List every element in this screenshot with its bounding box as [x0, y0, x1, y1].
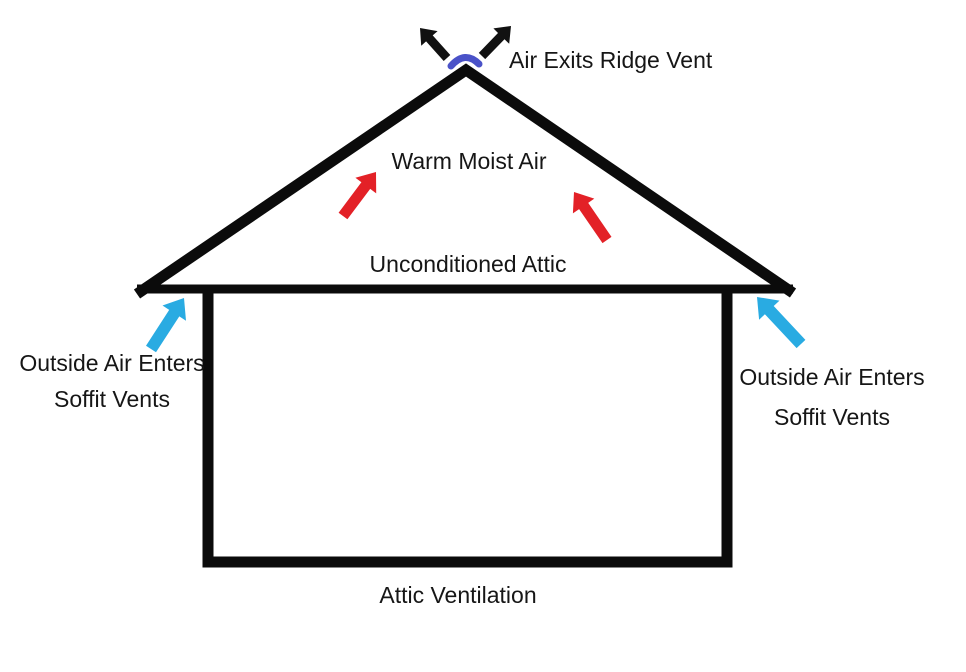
ridge-exit-arrow-right-icon: [478, 26, 511, 60]
house-walls: [202, 291, 733, 568]
right-soffit-label-line1: Outside Air Enters: [739, 364, 924, 390]
soffit-intake-arrow-right-icon: [757, 297, 806, 349]
ridge-vent-label: Air Exits Ridge Vent: [509, 47, 713, 73]
soffit-intake-arrow-left-icon: [146, 298, 186, 353]
attic-ventilation-caption: Attic Ventilation: [379, 582, 536, 608]
roof-outline: [133, 63, 797, 299]
left-soffit-label-line1: Outside Air Enters: [19, 350, 204, 376]
warm-air-arrow-left-icon: [338, 172, 377, 220]
warm-moist-air-label: Warm Moist Air: [391, 148, 546, 174]
ridge-vent-arc-icon: [447, 54, 483, 70]
ridge-exit-arrow-left-icon: [420, 28, 451, 61]
unconditioned-attic-label: Unconditioned Attic: [370, 251, 567, 277]
left-soffit-label-line2: Soffit Vents: [54, 386, 170, 412]
warm-air-arrow-right-icon: [572, 192, 612, 244]
right-soffit-label-line2: Soffit Vents: [774, 404, 890, 430]
